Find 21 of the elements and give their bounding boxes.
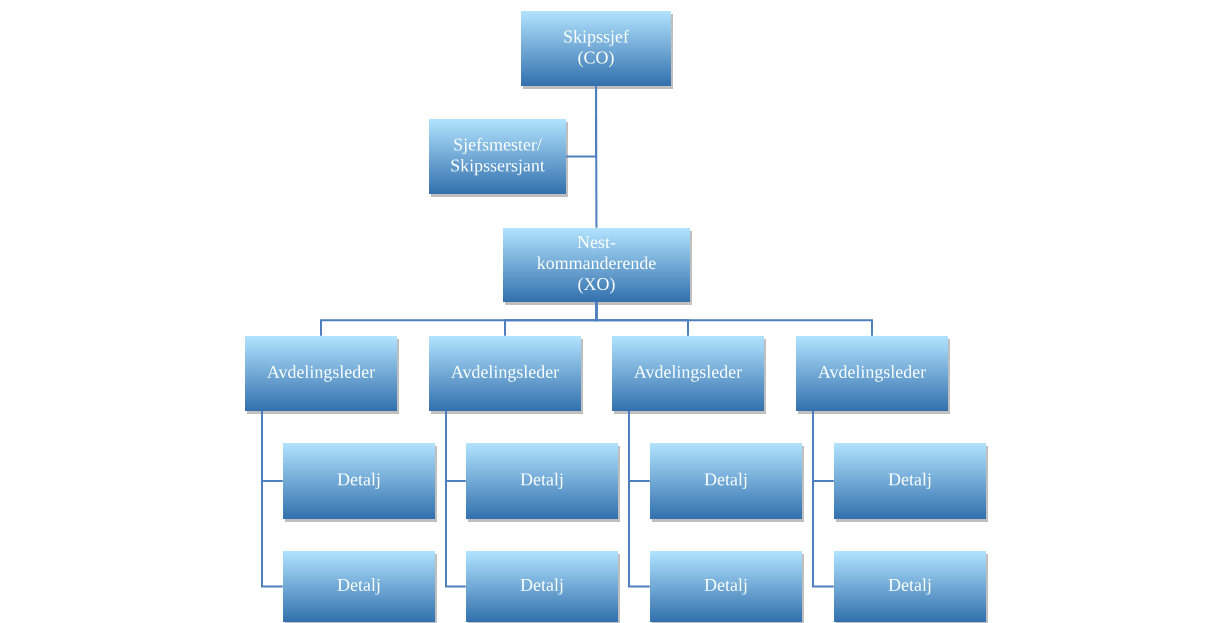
org-box: Avdelingsleder <box>429 336 583 414</box>
connector-line <box>812 410 835 588</box>
org-box: Detalj <box>466 443 620 522</box>
connector-line <box>595 301 873 337</box>
org-box: Detalj <box>650 551 804 623</box>
org-box: Detalj <box>283 551 437 623</box>
connector-line <box>595 85 598 229</box>
connector-line <box>261 410 284 588</box>
org-box: Avdelingsleder <box>612 336 766 414</box>
org-box: Avdelingsleder <box>245 336 399 414</box>
org-box: Nest- kommanderende (XO) <box>503 228 692 305</box>
org-box: Detalj <box>283 443 437 522</box>
org-box: Detalj <box>834 443 988 522</box>
connector-line <box>628 410 651 588</box>
org-box: Sjefsmester/ Skipssersjant <box>429 119 568 197</box>
org-box: Detalj <box>466 551 620 623</box>
org-box: Detalj <box>650 443 804 522</box>
org-box: Detalj <box>834 551 988 623</box>
org-box: Avdelingsleder <box>796 336 950 414</box>
org-box: Skipssjef (CO) <box>521 11 673 89</box>
connector-line <box>445 410 467 588</box>
